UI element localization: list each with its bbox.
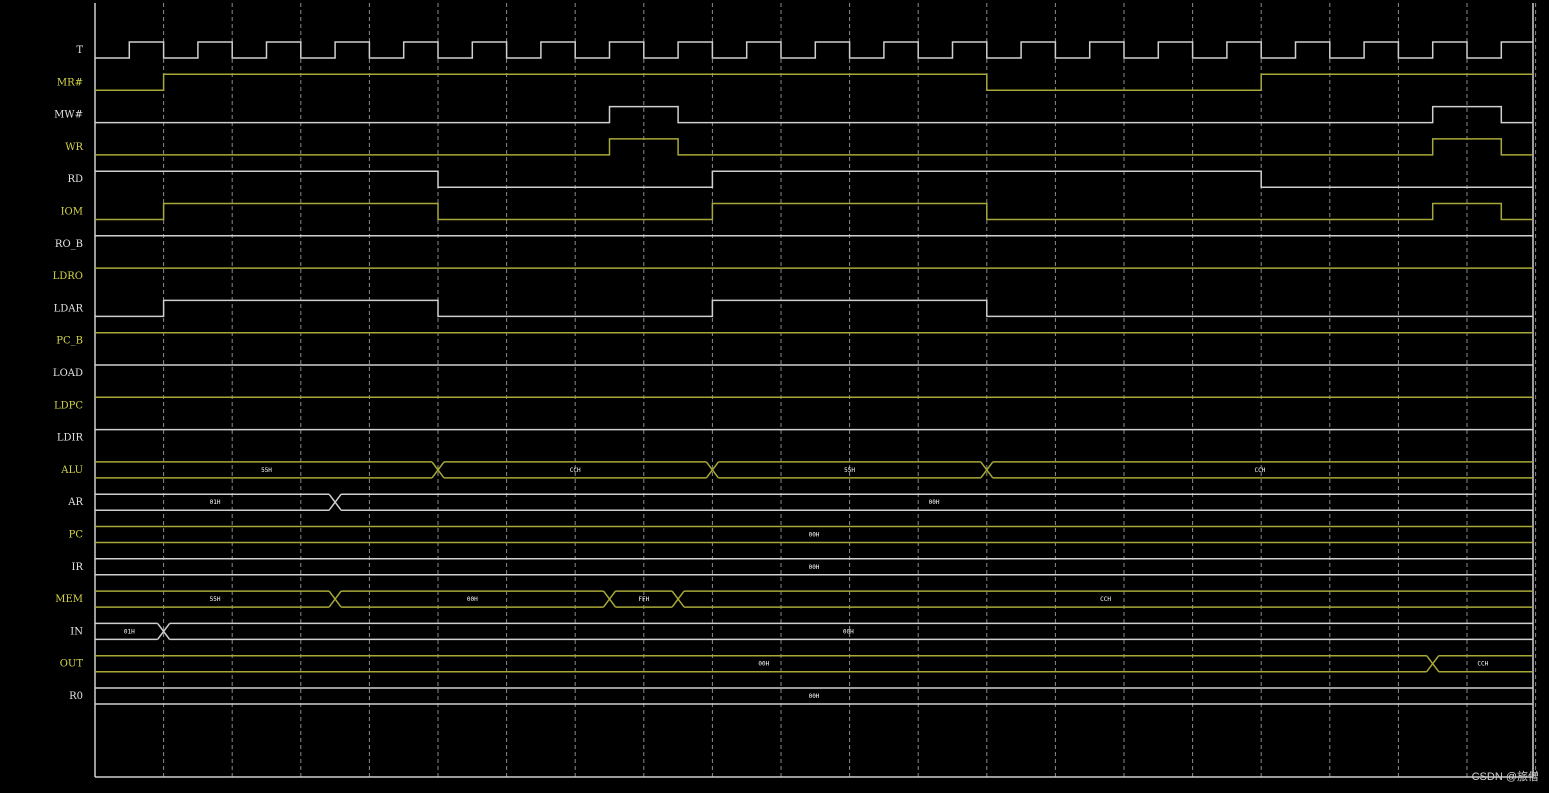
waveform-r0: [95, 687, 1533, 705]
waveform-mr: [95, 73, 1533, 92]
waveform-ar: [95, 493, 1533, 511]
bus-value-alu: CCH: [570, 467, 581, 474]
signal-label-iom: IOM: [61, 207, 83, 218]
signal-label-ldpc: LDPC: [54, 400, 83, 411]
waveform-alu: [95, 461, 1533, 479]
signal-label-wr: WR: [65, 142, 83, 153]
bus-value-in: 00H: [843, 628, 854, 635]
grid-lines: [163, 3, 1537, 777]
signal-label-ir: IR: [72, 562, 84, 573]
signal-label-mw: MW#: [54, 110, 83, 121]
bus-value-in: 01H: [124, 628, 135, 635]
signal-labels: T MR# MW# WR RD IOM RO_B LDRO LDAR PC_B LOAD LDPC LD…: [53, 45, 1489, 702]
waveform-iom: [95, 202, 1533, 221]
waveform-ldar: [95, 299, 1533, 318]
signal-label-mem: MEM: [55, 594, 83, 605]
signal-label-r0: R0: [69, 691, 83, 702]
bus-value-out: CCH: [1477, 661, 1488, 668]
bus-value-pc: 00H: [809, 532, 820, 539]
signal-label-pc-b: PC_B: [56, 336, 83, 347]
bus-value-mem: CCH: [1100, 596, 1111, 603]
signal-label-ldar: LDAR: [54, 303, 84, 314]
bus-value-ar: 01H: [210, 499, 221, 506]
waveform-in: [95, 622, 1533, 641]
signal-label-ro-b: RO_B: [55, 239, 83, 250]
waveform-wr: [95, 138, 1533, 156]
waveform-pc: [95, 525, 1533, 544]
bus-value-ar: 00H: [929, 499, 940, 506]
signal-label-ldro: LDRO: [53, 271, 83, 282]
waveform-mw: [95, 105, 1533, 124]
bus-value-mem: 55H: [210, 596, 221, 603]
signal-label-in: IN: [70, 626, 83, 637]
bus-value-alu: 55H: [261, 467, 272, 474]
diagram-frame: [94, 3, 1534, 778]
waveform-rd: [95, 170, 1533, 188]
bus-value-r0: 00H: [809, 693, 820, 700]
bus-value-out: 00H: [758, 661, 769, 668]
waveform-t: [95, 41, 1533, 59]
bus-value-alu: CCH: [1254, 467, 1265, 474]
signal-label-rd: RD: [67, 174, 83, 185]
waveform-mem: [95, 590, 1533, 608]
signal-label-mr: MR#: [57, 77, 83, 88]
bus-value-mem: 00H: [467, 596, 478, 603]
waveform-ir: [95, 558, 1533, 576]
signal-label-ldir: LDIR: [57, 433, 84, 444]
signal-label-out: OUT: [60, 659, 84, 670]
signal-waveforms: [95, 41, 1533, 705]
watermark: CSDN @旅僧: [1471, 771, 1539, 783]
bus-value-mem: FFH: [638, 596, 649, 603]
bus-value-alu: 55H: [844, 467, 855, 474]
signal-label-t: T: [76, 45, 83, 56]
signal-label-pc: PC: [69, 530, 84, 541]
bus-value-ir: 00H: [809, 564, 820, 571]
signal-label-alu: ALU: [60, 465, 83, 476]
signal-label-load: LOAD: [53, 368, 83, 379]
signal-label-ar: AR: [67, 497, 83, 508]
waveform-out: [95, 654, 1533, 673]
